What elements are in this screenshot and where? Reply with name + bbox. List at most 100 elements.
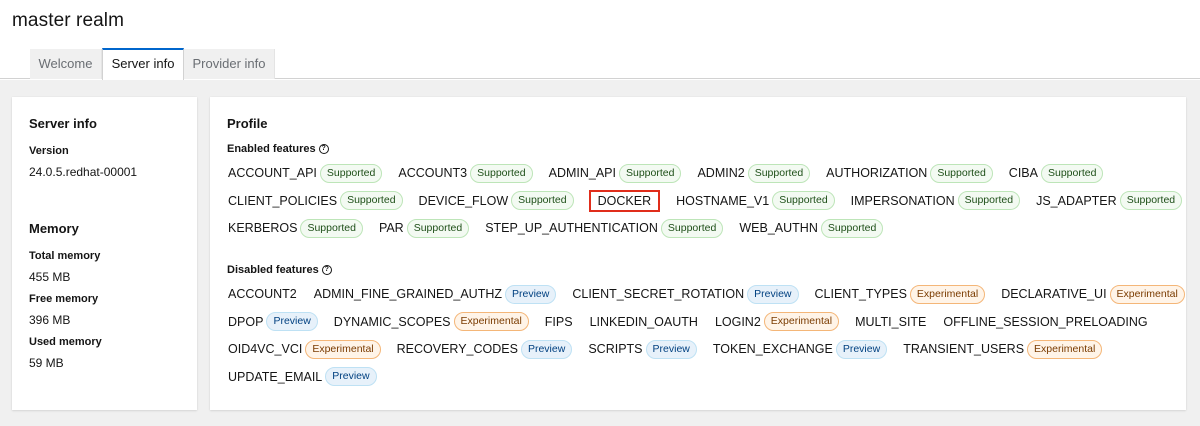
feature-item: OFFLINE_SESSION_PRELOADING <box>942 315 1148 329</box>
status-badge: Supported <box>930 163 993 183</box>
feature-name: OID4VC_VCI <box>228 342 303 356</box>
feature-name: IMPERSONATION <box>850 193 955 208</box>
server-info-title: Server info <box>29 116 97 131</box>
feature-name: DECLARATIVE_UI <box>1001 287 1107 301</box>
disabled-features-text: Disabled features <box>227 264 319 276</box>
feature-name: JS_ADAPTER <box>1036 193 1117 208</box>
feature-name: MULTI_SITE <box>855 314 927 329</box>
feature-name: RECOVERY_CODES <box>396 342 518 356</box>
feature-item: DOCKER <box>588 189 661 212</box>
feature-name: TOKEN_EXCHANGE <box>712 342 833 356</box>
disabled-features-label: Disabled features ? <box>227 264 332 276</box>
feature-name: FIPS <box>544 314 573 329</box>
status-badge: Supported <box>319 163 383 183</box>
feature-name: ACCOUNT3 <box>398 166 468 180</box>
feature-name: STEP_UP_AUTHENTICATION <box>485 221 658 235</box>
version-value: 24.0.5.redhat-00001 <box>29 165 138 179</box>
status-badge: Supported <box>1040 163 1104 183</box>
status-badge: Supported <box>300 218 363 238</box>
feature-name: KERBEROS <box>228 221 298 235</box>
tab-provider-info[interactable]: Provider info <box>184 49 275 79</box>
tab-bar: Welcome Server info Provider info <box>0 48 1200 80</box>
status-badge: Experimental <box>763 312 840 331</box>
feature-item: MULTI_SITE <box>854 315 927 329</box>
feature-name: ADMIN_API <box>548 166 616 180</box>
status-badge: Supported <box>820 218 884 238</box>
status-badge: Preview <box>325 367 377 386</box>
question-circle-icon[interactable]: ? <box>321 265 332 275</box>
tab-server-info[interactable]: Server info <box>102 48 184 80</box>
feature-name: DYNAMIC_SCOPES <box>333 314 451 329</box>
feature-name: OFFLINE_SESSION_PRELOADING <box>943 314 1148 329</box>
status-badge: Supported <box>660 218 724 238</box>
feature-name: HOSTNAME_V1 <box>676 193 770 208</box>
feature-name: CLIENT_SECRET_ROTATION <box>572 287 745 301</box>
feature-name: DOCKER <box>588 189 661 212</box>
status-badge: Experimental <box>305 339 381 359</box>
used-memory-value: 59 MB <box>29 356 64 370</box>
status-badge: Supported <box>619 163 682 183</box>
status-badge: Preview <box>266 312 318 331</box>
status-badge: Supported <box>340 191 403 210</box>
feature-name: ADMIN_FINE_GRAINED_AUTHZ <box>313 287 502 301</box>
used-memory-label: Used memory <box>29 336 102 348</box>
feature-name: CLIENT_TYPES <box>814 287 907 301</box>
enabled-features-label: Enabled features ? <box>227 143 329 155</box>
server-info-card: Server info Version 24.0.5.redhat-00001 … <box>12 97 197 410</box>
status-badge: Experimental <box>453 312 529 331</box>
page-title: master realm <box>12 10 125 31</box>
feature-name: AUTHORIZATION <box>826 166 928 180</box>
feature-name: LINKEDIN_OAUTH <box>589 314 698 329</box>
status-badge: Preview <box>505 284 557 304</box>
status-badge: Supported <box>1119 191 1183 210</box>
status-badge: Supported <box>406 218 470 238</box>
feature-name: LOGIN2 <box>714 314 761 329</box>
memory-title: Memory <box>29 221 79 236</box>
feature-name: SCRIPTS <box>588 342 643 356</box>
feature-name: ACCOUNT2 <box>228 287 297 301</box>
status-badge: Supported <box>772 191 835 210</box>
question-circle-icon[interactable]: ? <box>318 144 329 154</box>
feature-item: ACCOUNT2 <box>227 287 298 301</box>
feature-name: UPDATE_EMAIL <box>228 369 323 384</box>
feature-name: ADMIN2 <box>697 166 745 180</box>
tab-welcome[interactable]: Welcome <box>30 49 102 79</box>
status-badge: Supported <box>470 163 533 183</box>
total-memory-label: Total memory <box>29 250 101 262</box>
feature-name: DPOP <box>228 314 264 329</box>
status-badge: Experimental <box>909 284 986 304</box>
status-badge: Supported <box>747 163 811 183</box>
status-badge: Supported <box>957 191 1021 210</box>
feature-item: LINKEDIN_OAUTH <box>589 315 699 329</box>
free-memory-value: 396 MB <box>29 313 71 327</box>
free-memory-label: Free memory <box>29 293 99 305</box>
status-badge: Preview <box>747 284 799 304</box>
status-badge: Experimental <box>1109 284 1185 304</box>
status-badge: Preview <box>835 339 888 359</box>
